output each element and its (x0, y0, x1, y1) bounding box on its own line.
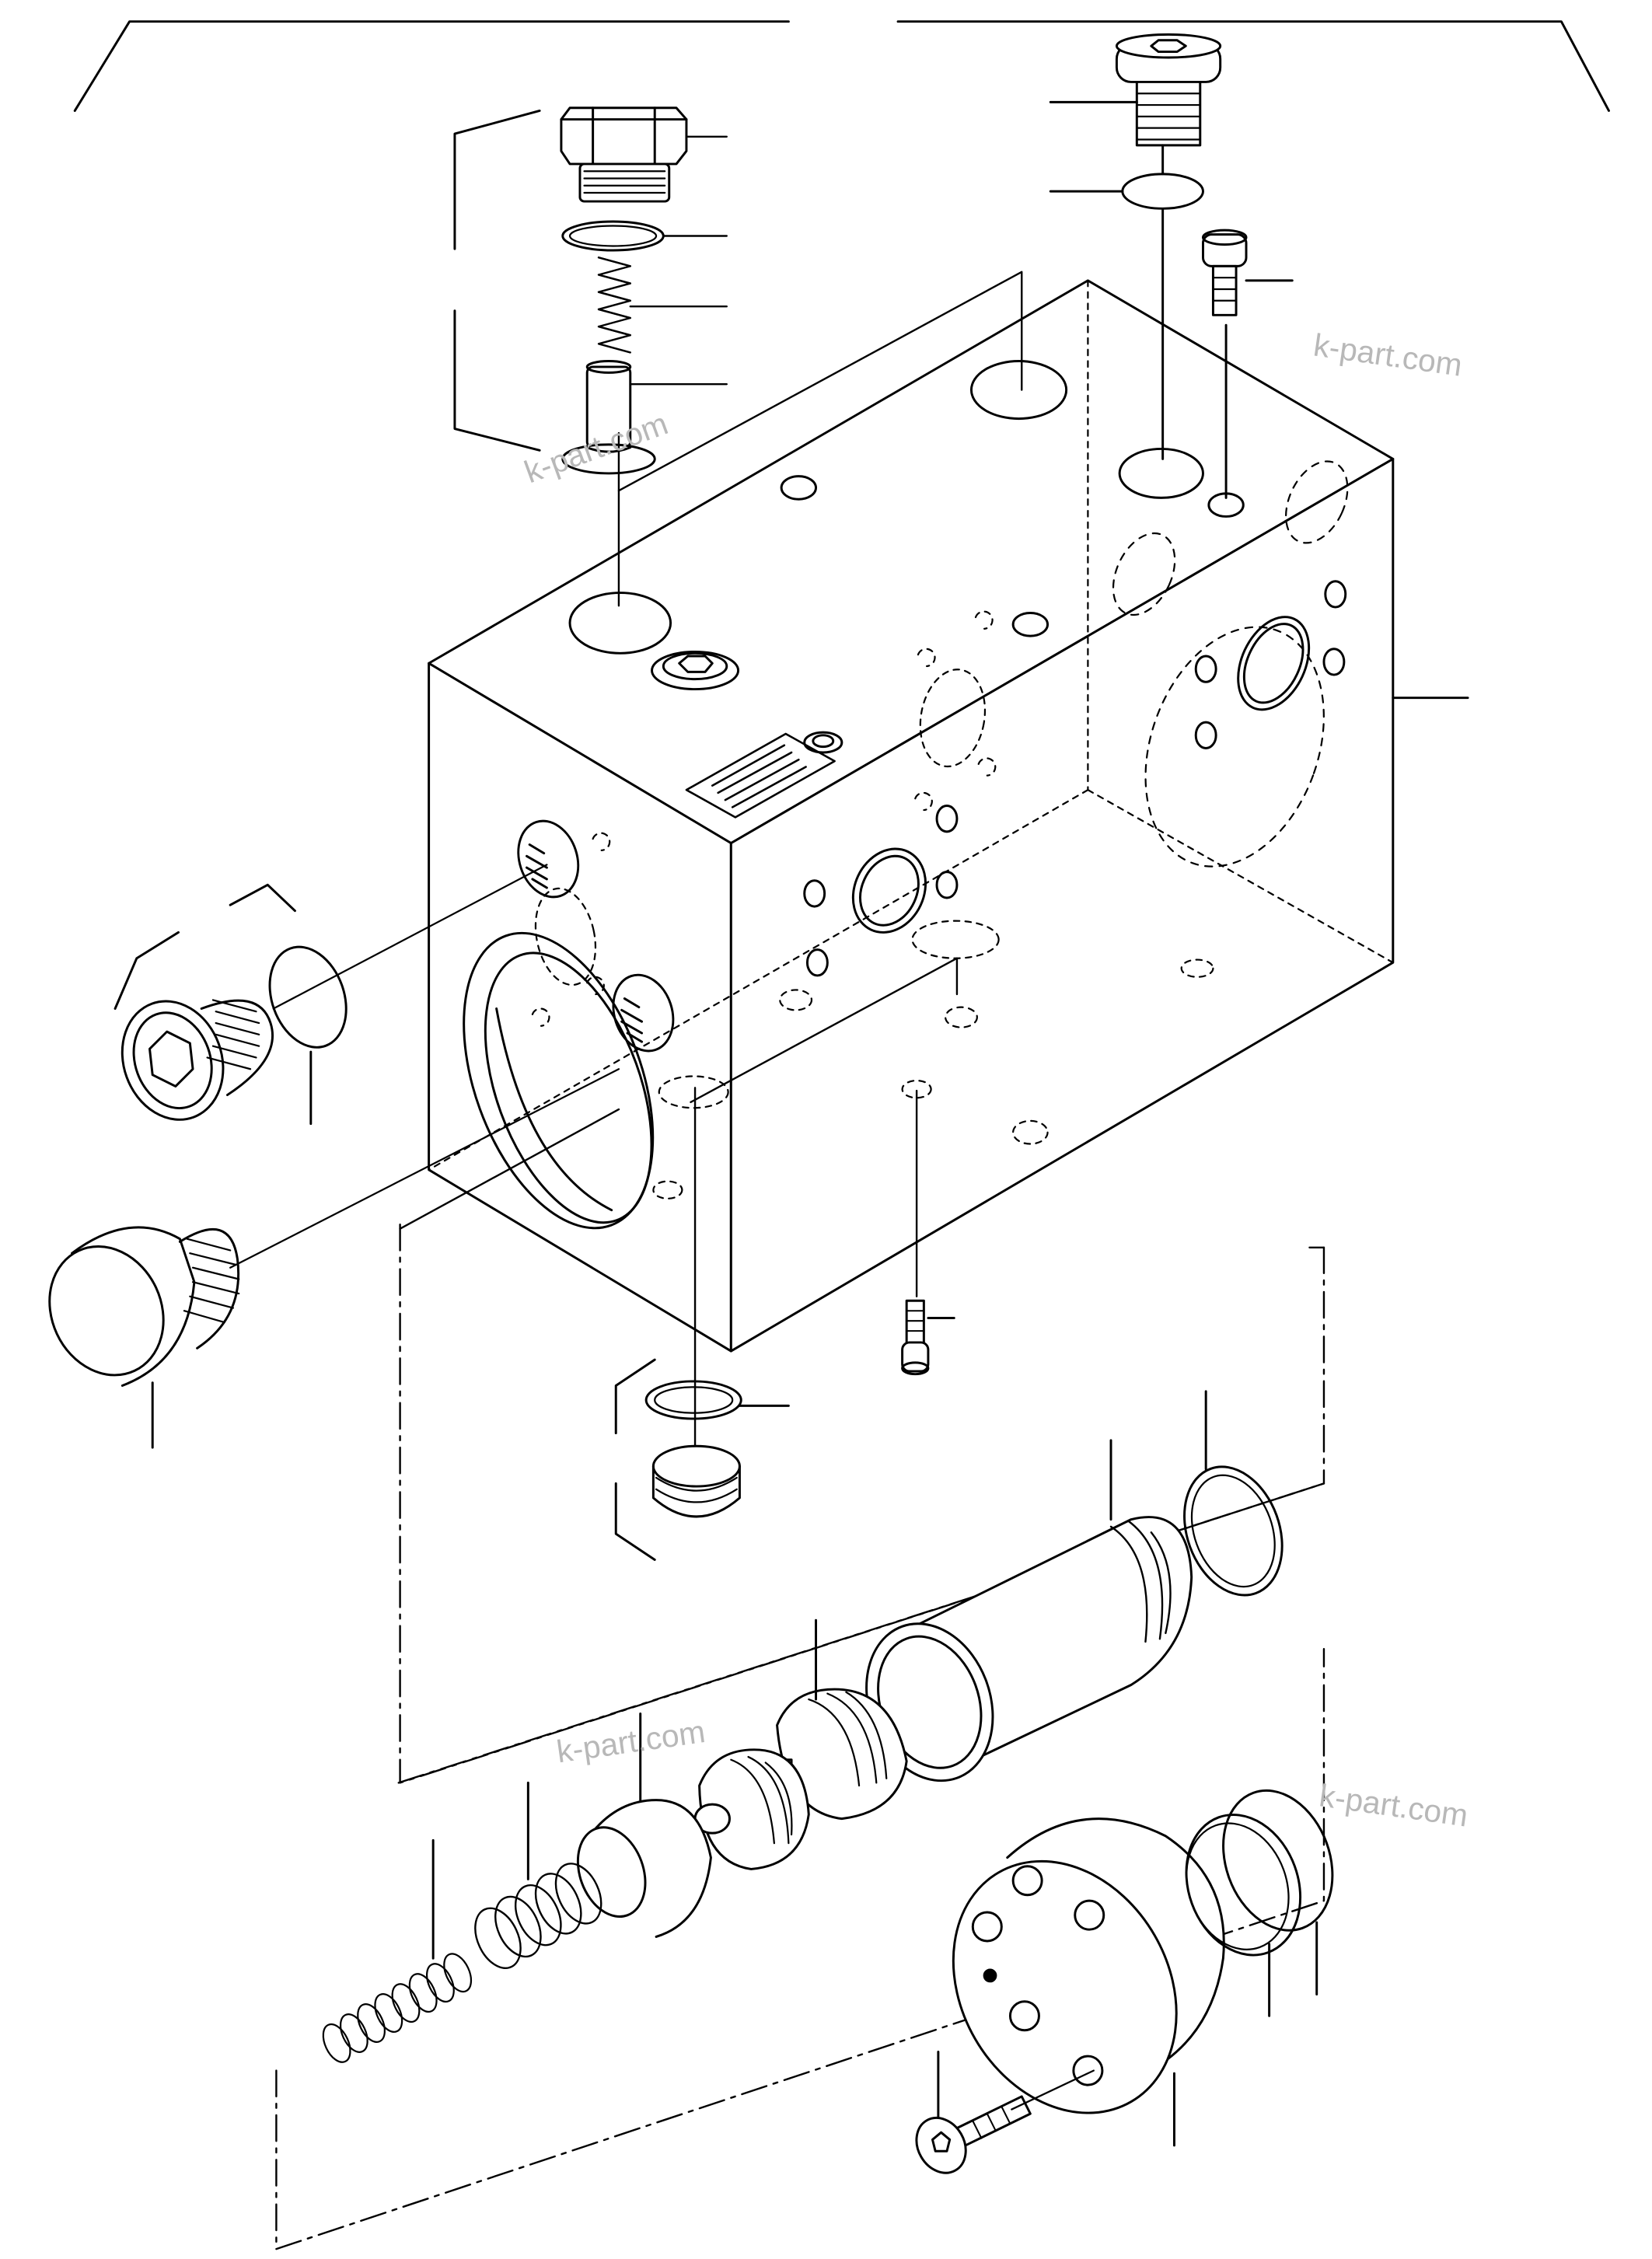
socket-head-plug-group (1049, 33, 1294, 499)
hex-plug (560, 106, 688, 203)
o-ring (644, 1380, 742, 1420)
watermark-text: k-part.com (1317, 1777, 1470, 1833)
left-lower-plug-group (48, 1068, 620, 1449)
seal-rings (1185, 1789, 1334, 1957)
spring-large (474, 1863, 602, 1969)
front-port-large (463, 931, 655, 1230)
o-ring (268, 945, 348, 1049)
watermark-text: k-part.com (1311, 326, 1465, 382)
spring (597, 257, 631, 354)
top-port-large-right (1118, 447, 1204, 499)
top-port-small (780, 475, 818, 501)
dome-plug (48, 1226, 240, 1387)
cap-screw-bottom (915, 2095, 1032, 2174)
o-ring-large (1183, 1465, 1284, 1597)
poppet (561, 360, 656, 475)
socket-head-plug (1115, 33, 1222, 147)
relief-valve-plug-group (453, 106, 728, 475)
leader-lines (629, 135, 728, 386)
watermark-text: k-part.com (554, 1713, 707, 1769)
top-small-plug (803, 731, 843, 754)
top-port-large-left (568, 592, 672, 655)
small-cap-screw (901, 1299, 930, 1376)
top-port-small (1011, 611, 1050, 637)
end-face-ports (1194, 580, 1347, 749)
top-port-large-back (969, 360, 1068, 421)
nameplate (685, 732, 836, 819)
lower-plug-group (614, 1358, 790, 1561)
left-upper-plug-group (114, 864, 548, 1126)
top-hex-plug (651, 650, 740, 691)
hex-socket-plug (120, 999, 274, 1121)
washer (1121, 173, 1204, 210)
valve-block (428, 279, 1395, 1353)
spring-small (322, 1953, 473, 2063)
valve-spool (693, 1688, 908, 1870)
end-cap (952, 1817, 1225, 2114)
cap-screw (1201, 229, 1248, 316)
threaded-plug (651, 1444, 741, 1518)
front-port-upper (517, 819, 580, 899)
top-frame (73, 20, 1610, 112)
spring-seat (576, 1799, 712, 1938)
right-face-ports (803, 805, 959, 977)
